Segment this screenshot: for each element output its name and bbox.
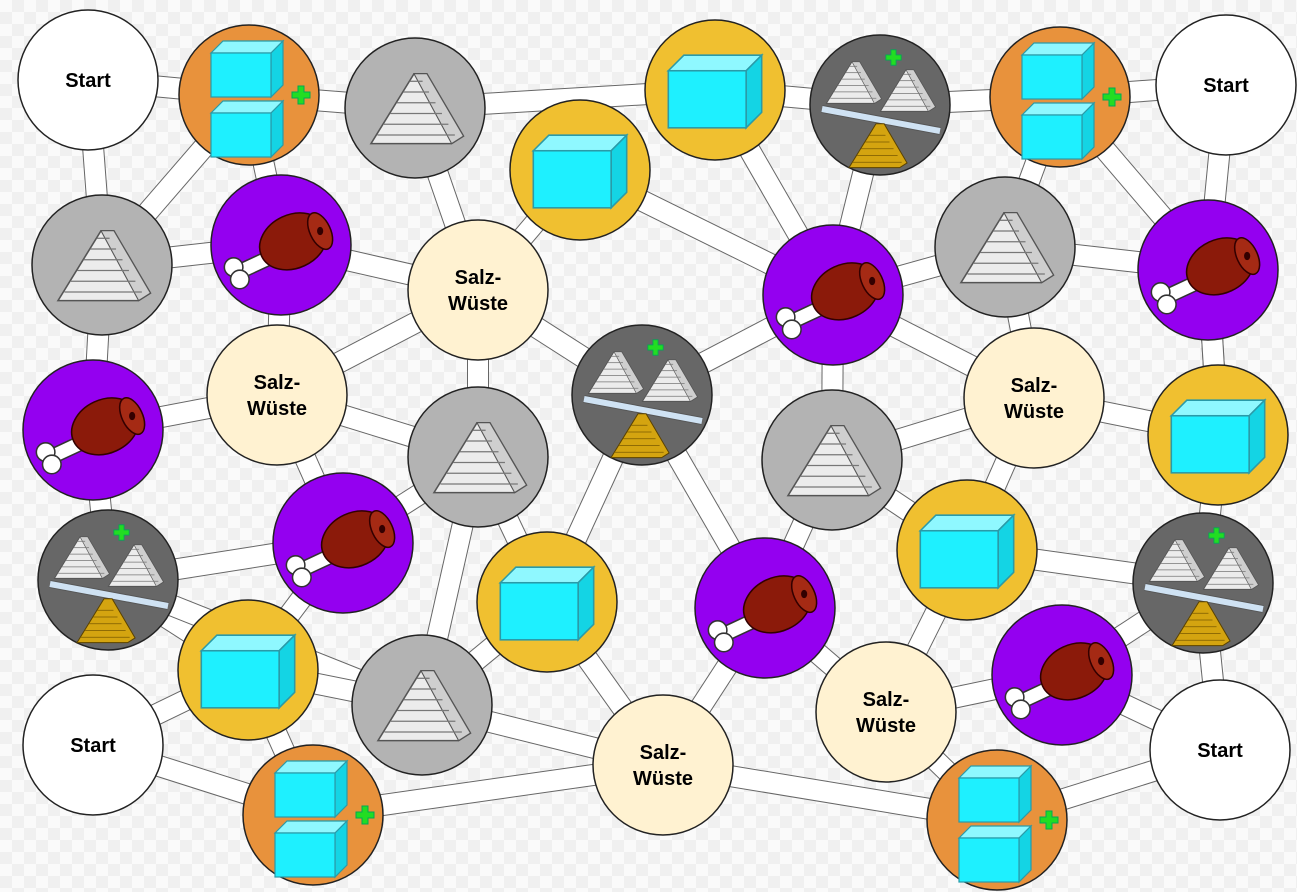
field-exchange[interactable] xyxy=(809,34,951,176)
field-box[interactable] xyxy=(177,599,319,741)
desert-label-line2: Wüste xyxy=(448,293,508,315)
field-box[interactable] xyxy=(1147,364,1289,506)
salt-block-icon xyxy=(274,760,348,818)
desert-label-line1: Salz- xyxy=(640,742,687,764)
field-stone[interactable] xyxy=(344,37,486,179)
salt-block-icon xyxy=(919,514,1015,589)
field-meat[interactable] xyxy=(991,604,1133,746)
field-start[interactable]: Start xyxy=(1149,679,1291,821)
salt-block-icon xyxy=(958,765,1032,823)
start-label: Start xyxy=(1203,75,1249,97)
field-exchange[interactable] xyxy=(571,324,713,466)
field-exchange[interactable] xyxy=(37,509,179,651)
field-meat[interactable] xyxy=(1137,199,1279,341)
start-label: Start xyxy=(1197,740,1243,762)
salt-block-icon xyxy=(210,40,284,98)
field-desert[interactable]: Salz- Wüste xyxy=(963,327,1105,469)
field-box[interactable] xyxy=(476,531,618,673)
field-start[interactable]: Start xyxy=(22,674,164,816)
field-exchange[interactable] xyxy=(1132,512,1274,654)
field-stone[interactable] xyxy=(31,194,173,336)
field-meat[interactable] xyxy=(210,174,352,316)
salt-block-icon xyxy=(667,54,763,129)
field-double-box[interactable] xyxy=(989,26,1131,168)
field-box[interactable] xyxy=(644,19,786,161)
salt-block-icon xyxy=(210,100,284,158)
field-desert[interactable]: Salz- Wüste xyxy=(815,641,957,783)
start-label: Start xyxy=(70,735,116,757)
field-start[interactable]: Start xyxy=(1155,14,1297,156)
field-stone[interactable] xyxy=(351,634,493,776)
desert-label-line1: Salz- xyxy=(863,689,910,711)
field-desert[interactable]: Salz- Wüste xyxy=(407,219,549,361)
field-desert[interactable]: Salz- Wüste xyxy=(592,694,734,836)
desert-label-line2: Wüste xyxy=(856,715,916,737)
salt-block-icon xyxy=(958,825,1032,883)
field-start[interactable]: Start xyxy=(17,9,159,151)
salt-block-icon xyxy=(274,820,348,878)
salt-block-icon xyxy=(200,634,296,709)
salt-block-icon xyxy=(499,566,595,641)
field-meat[interactable] xyxy=(22,359,164,501)
desert-label-line1: Salz- xyxy=(455,267,502,289)
field-double-box[interactable] xyxy=(242,744,384,886)
field-stone[interactable] xyxy=(407,386,549,528)
salt-block-icon xyxy=(1021,102,1095,160)
salt-block-icon xyxy=(1021,42,1095,100)
salt-block-icon xyxy=(1170,399,1266,474)
desert-label-line2: Wüste xyxy=(633,768,693,790)
salt-block-icon xyxy=(532,134,628,209)
field-box[interactable] xyxy=(509,99,651,241)
field-double-box[interactable] xyxy=(926,749,1068,891)
start-label: Start xyxy=(65,70,111,92)
field-meat[interactable] xyxy=(272,472,414,614)
field-meat[interactable] xyxy=(762,224,904,366)
desert-label-line1: Salz- xyxy=(254,372,301,394)
desert-label-line1: Salz- xyxy=(1011,375,1058,397)
desert-label-line2: Wüste xyxy=(1004,401,1064,423)
desert-label-line2: Wüste xyxy=(247,398,307,420)
field-stone[interactable] xyxy=(761,389,903,531)
field-meat[interactable] xyxy=(694,537,836,679)
field-stone[interactable] xyxy=(934,176,1076,318)
field-desert[interactable]: Salz- Wüste xyxy=(206,324,348,466)
field-box[interactable] xyxy=(896,479,1038,621)
field-double-box[interactable] xyxy=(178,24,320,166)
